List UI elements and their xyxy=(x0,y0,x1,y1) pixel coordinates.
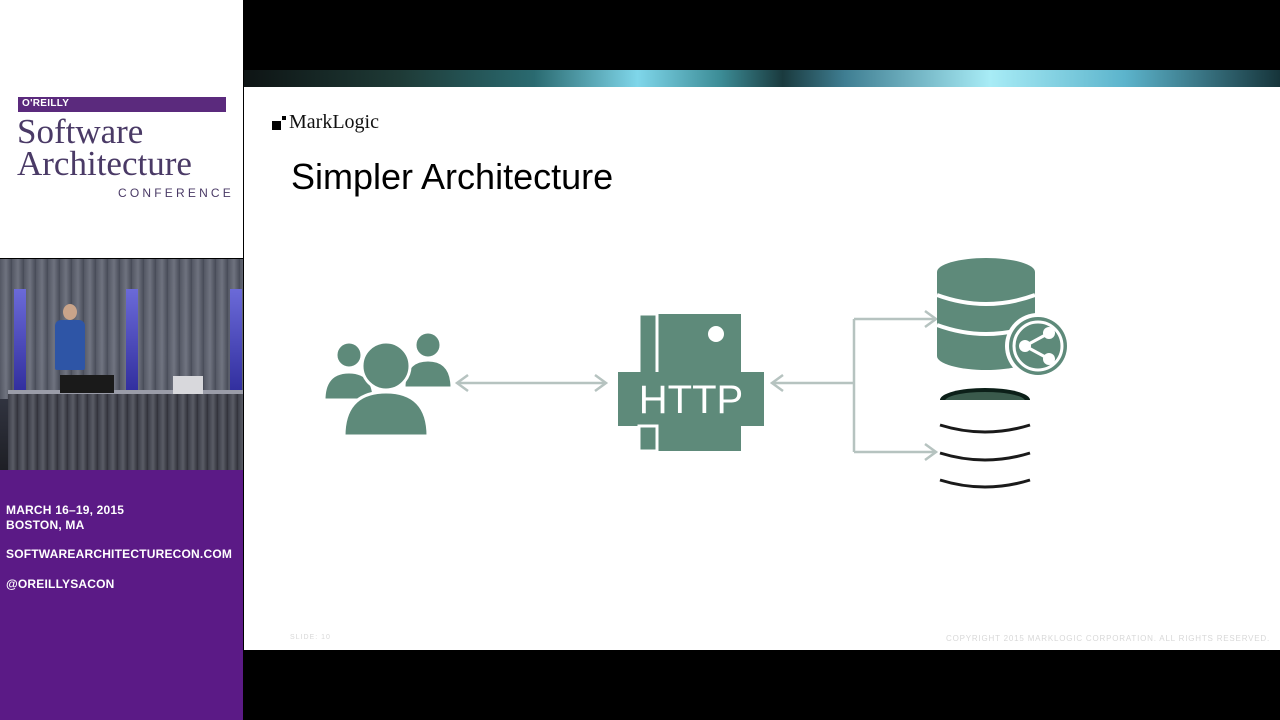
users-group-icon xyxy=(322,330,454,438)
conference-logo-area: O'REILLY Software Architecture CONFERENC… xyxy=(0,0,243,258)
http-label: HTTP xyxy=(639,378,743,422)
stage-table-top xyxy=(8,390,243,396)
branch-arrows xyxy=(769,309,939,462)
stage-light-left xyxy=(14,289,26,399)
architecture-diagram: HTTP xyxy=(322,258,1071,489)
marklogic-logo: MarkLogic xyxy=(272,111,379,134)
conference-title-line2: Architecture xyxy=(17,144,192,183)
slide-header-stripe xyxy=(244,70,1280,87)
conference-panel: O'REILLY Software Architecture CONFERENC… xyxy=(0,0,243,720)
conference-subtitle: CONFERENCE xyxy=(118,186,235,200)
company-name: MarkLogic xyxy=(289,111,379,133)
event-location: BOSTON, MA xyxy=(6,518,85,532)
database-icon xyxy=(939,388,1031,489)
stage-light-center xyxy=(126,289,138,399)
laptop-dark xyxy=(60,375,114,393)
marklogic-mark-icon xyxy=(272,115,286,130)
stage-light-right xyxy=(230,289,242,399)
conference-title-line1: Software xyxy=(17,112,144,151)
conference-title: Software Architecture xyxy=(17,112,192,183)
presentation-slide: MarkLogic Simpler Architecture xyxy=(244,70,1280,650)
laptop-silver xyxy=(173,376,203,394)
stage-curtain xyxy=(0,259,243,399)
oreilly-banner: O'REILLY xyxy=(18,97,226,112)
speaker-head xyxy=(63,304,77,320)
event-twitter: @OREILLYSACON xyxy=(6,577,115,591)
slide-title: Simpler Architecture xyxy=(291,156,614,197)
event-info: MARCH 16–19, 2015 BOSTON, MA SOFTWAREARC… xyxy=(0,470,243,720)
speaker-video xyxy=(0,259,243,470)
speaker-figure xyxy=(55,304,85,389)
event-dates: MARCH 16–19, 2015 xyxy=(6,503,125,517)
bidirectional-arrow xyxy=(454,373,609,393)
slide-copyright: COPYRIGHT 2015 MARKLOGIC CORPORATION. AL… xyxy=(946,634,1270,643)
event-website: SOFTWAREARCHITECTURECON.COM xyxy=(6,547,233,561)
publisher-name: O'REILLY xyxy=(22,98,70,109)
database-with-share-icon xyxy=(936,258,1071,379)
slide-number: SLIDE: 10 xyxy=(290,634,331,641)
http-server-icon xyxy=(618,312,764,453)
speaker-body xyxy=(55,320,85,370)
stage-table xyxy=(8,394,243,470)
